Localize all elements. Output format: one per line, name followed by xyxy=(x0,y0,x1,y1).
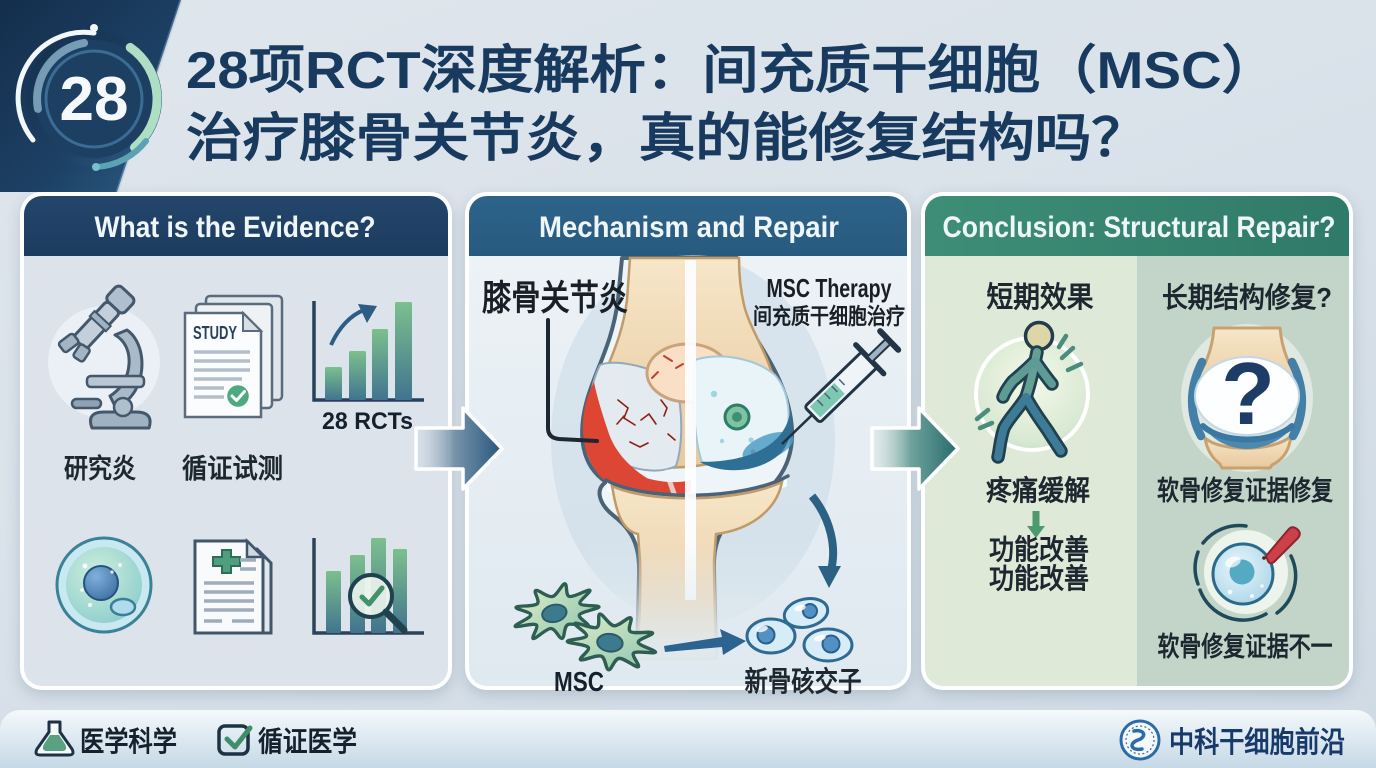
svg-text:膝骨关节炎: 膝骨关节炎 xyxy=(482,279,628,318)
svg-text:?: ? xyxy=(1221,344,1275,443)
svg-text:循证医学: 循证医学 xyxy=(258,725,357,757)
svg-text:间充质干细胞治疗: 间充质干细胞治疗 xyxy=(753,304,905,329)
svg-text:软骨修复证据不一: 软骨修复证据不一 xyxy=(1158,632,1333,662)
svg-text:软骨修复证据修复: 软骨修复证据修复 xyxy=(1157,476,1334,506)
svg-text:功能改善: 功能改善 xyxy=(989,563,1089,594)
svg-text:Mechanism and Repair: Mechanism and Repair xyxy=(539,211,839,244)
svg-text:短期效果: 短期效果 xyxy=(987,281,1094,314)
svg-text:Conclusion: Structural Repair?: Conclusion: Structural Repair? xyxy=(943,211,1336,244)
svg-text:治疗膝骨关节炎，真的能修复结构吗？: 治疗膝骨关节炎，真的能修复结构吗？ xyxy=(186,110,1148,168)
svg-text:STUDY: STUDY xyxy=(193,323,237,343)
svg-text:28: 28 xyxy=(60,65,129,134)
svg-text:医学科学: 医学科学 xyxy=(80,725,177,757)
svg-text:功能改善: 功能改善 xyxy=(989,534,1089,565)
svg-text:循证试测: 循证试测 xyxy=(182,454,283,484)
svg-text:MSC: MSC xyxy=(554,666,604,697)
svg-text:新骨硋交子: 新骨硋交子 xyxy=(745,665,862,697)
svg-text:What is the Evidence?: What is the Evidence? xyxy=(95,211,376,244)
svg-text:28 RCTs: 28 RCTs xyxy=(322,408,413,435)
svg-text:疼痛缓解: 疼痛缓解 xyxy=(986,474,1090,506)
svg-text:研究炎: 研究炎 xyxy=(64,453,136,484)
svg-text:28项RCT深度解析：间充质干细胞（MSC）: 28项RCT深度解析：间充质干细胞（MSC） xyxy=(186,42,1278,100)
svg-text:长期结构修复?: 长期结构修复? xyxy=(1162,282,1332,313)
svg-text:中科干细胞前沿: 中科干细胞前沿 xyxy=(1169,725,1345,759)
svg-text:MSC Therapy: MSC Therapy xyxy=(767,273,892,303)
